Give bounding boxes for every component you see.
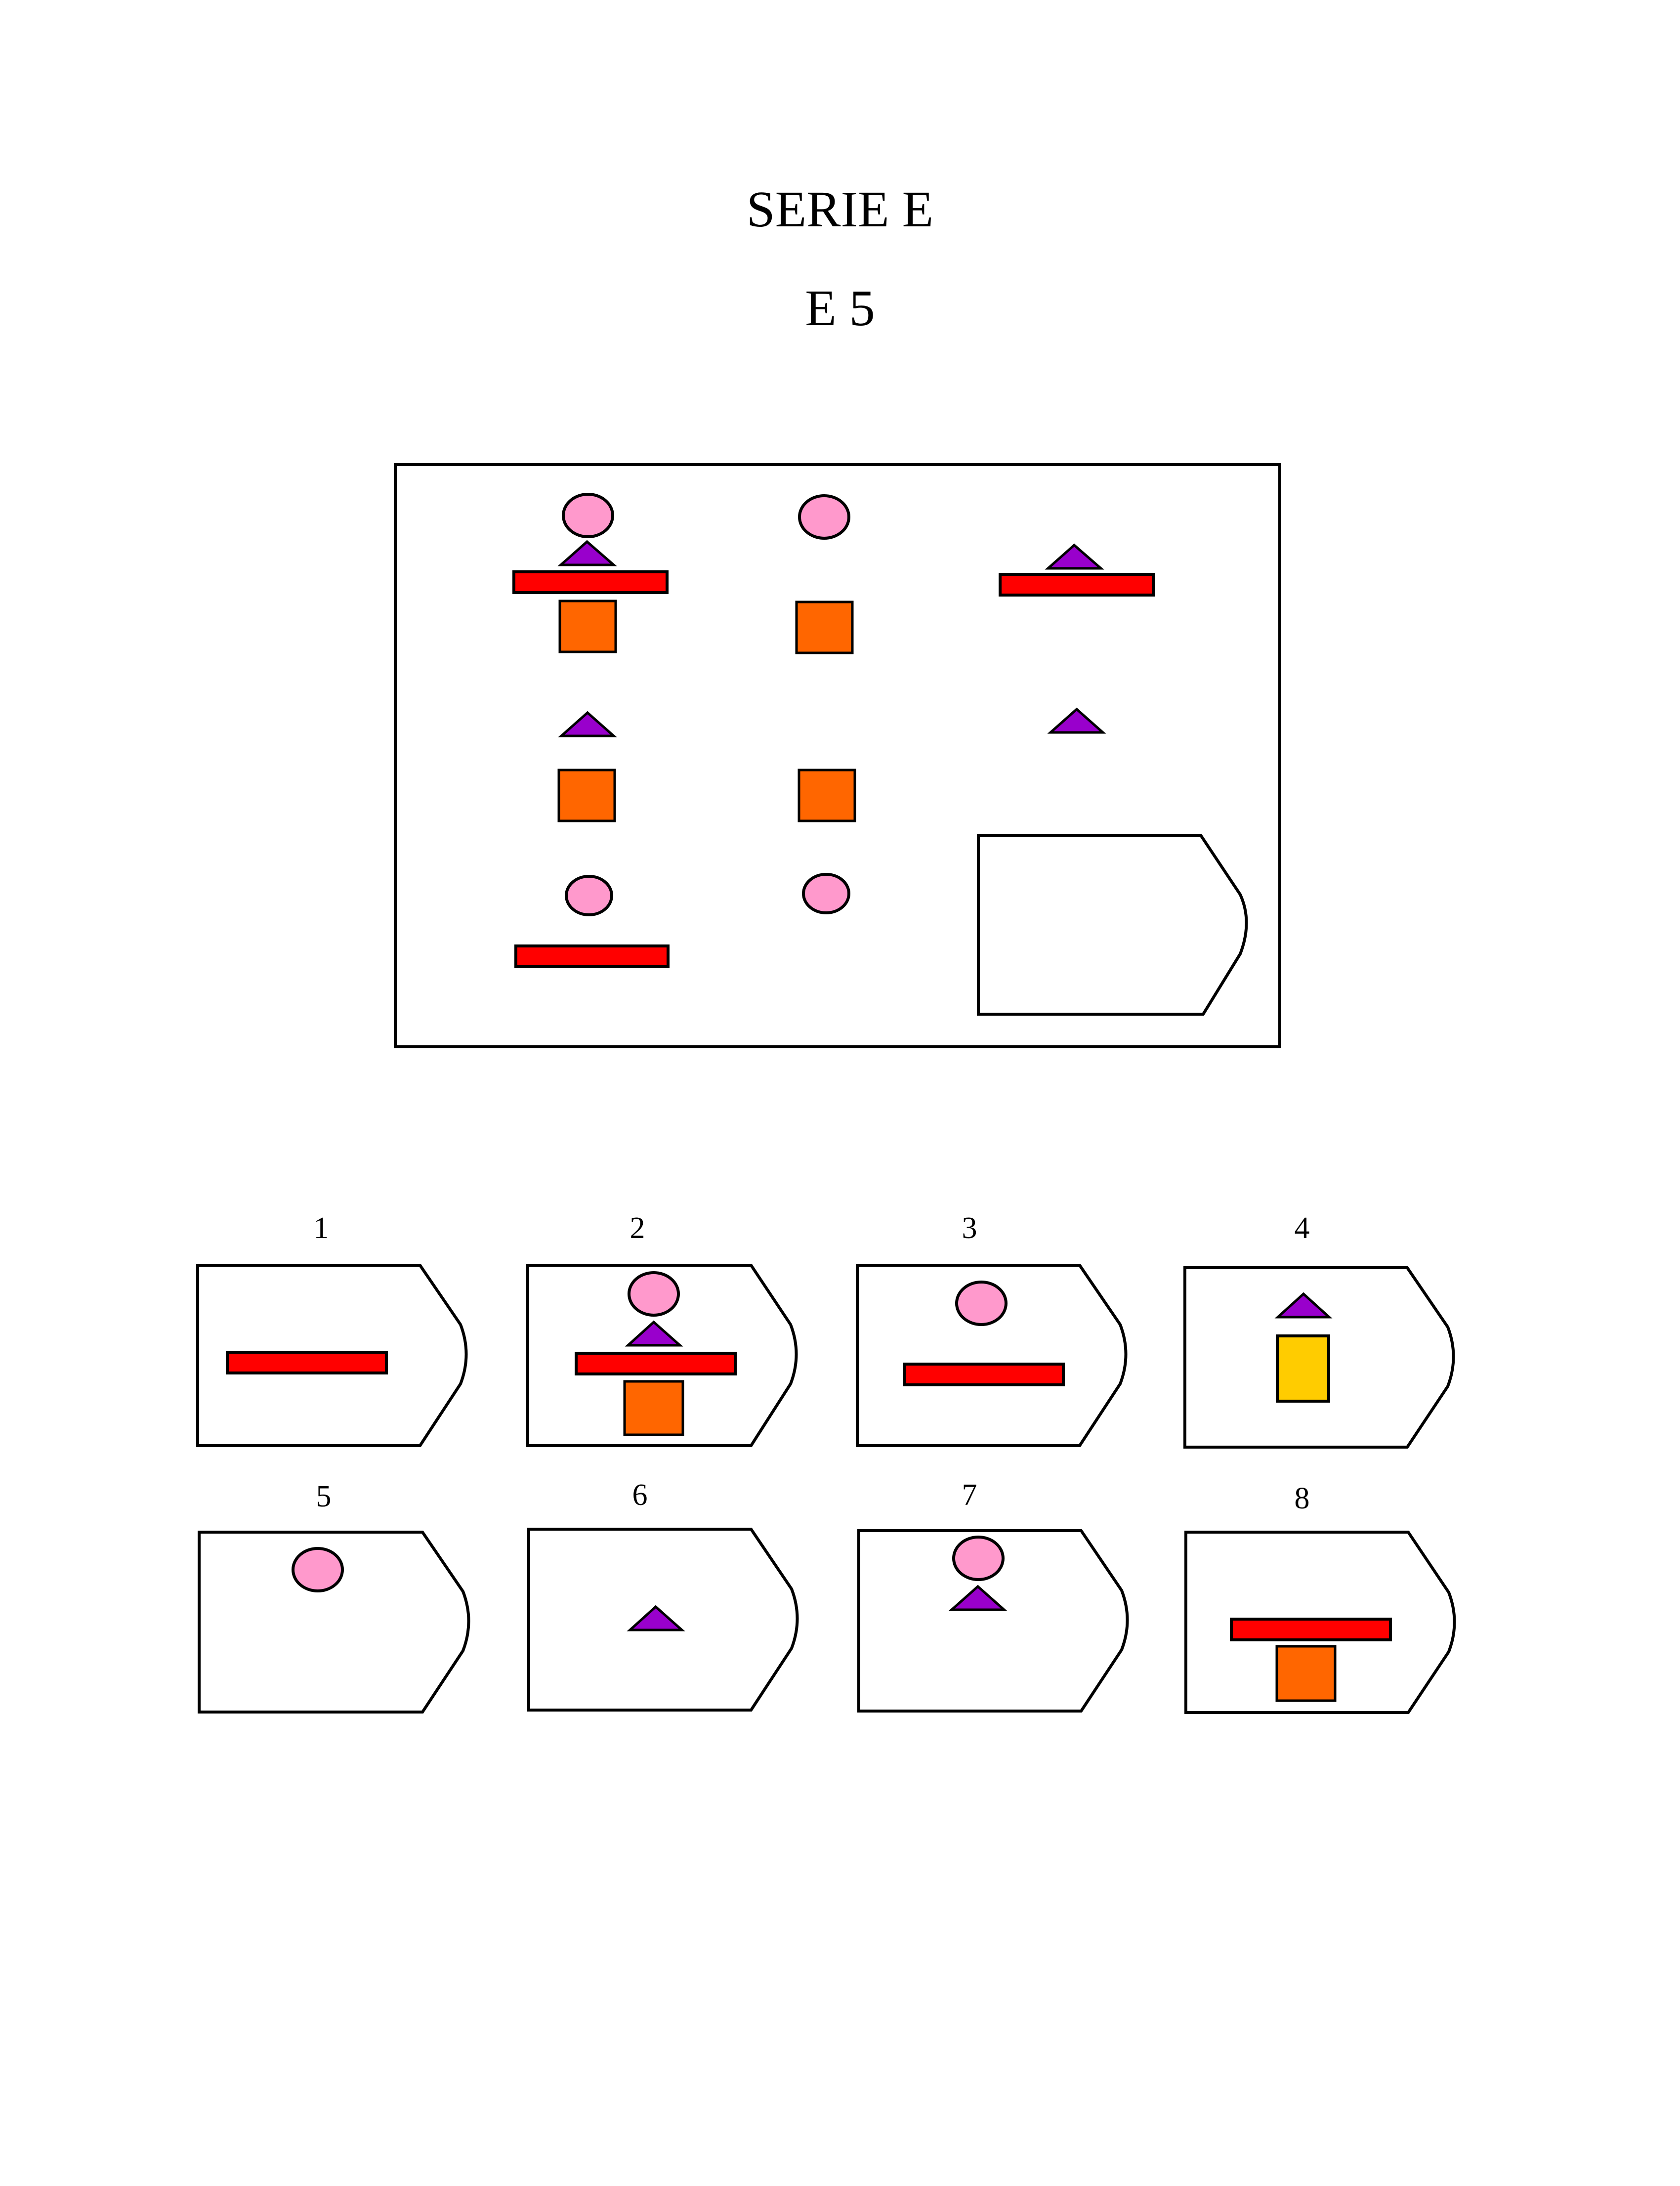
- pink-circle: [952, 1536, 1005, 1581]
- pink-circle: [802, 873, 850, 914]
- series-title: SERIE E: [746, 181, 934, 238]
- purple-triangle: [625, 1320, 683, 1347]
- purple-triangle: [1045, 543, 1104, 570]
- option-number: 6: [632, 1478, 648, 1512]
- yellow-rectangle: [1276, 1334, 1330, 1403]
- orange-square: [798, 769, 856, 822]
- option-5-tag[interactable]: [198, 1531, 470, 1714]
- orange-square: [558, 600, 617, 653]
- red-bar: [575, 1352, 737, 1375]
- purple-triangle: [1274, 1292, 1333, 1319]
- red-bar: [512, 570, 669, 594]
- pink-circle: [628, 1271, 680, 1317]
- purple-triangle: [558, 711, 617, 737]
- pink-circle: [292, 1547, 344, 1592]
- option-7-tag[interactable]: [857, 1529, 1129, 1713]
- red-bar: [514, 944, 670, 968]
- pink-circle: [798, 494, 850, 540]
- pink-circle: [955, 1281, 1008, 1326]
- option-number: 1: [314, 1211, 329, 1245]
- option-number: 7: [962, 1478, 977, 1512]
- option-3-tag[interactable]: [856, 1264, 1128, 1447]
- red-bar: [226, 1351, 388, 1374]
- blank-answer-tag: [977, 834, 1248, 1016]
- item-code: E 5: [805, 280, 875, 337]
- option-number: 2: [630, 1211, 645, 1245]
- orange-square: [623, 1380, 684, 1436]
- matrix-frame: [394, 463, 1281, 1048]
- orange-square: [795, 600, 854, 654]
- option-number: 5: [316, 1480, 332, 1513]
- purple-triangle: [627, 1605, 685, 1631]
- orange-square: [1275, 1645, 1337, 1702]
- red-bar: [999, 573, 1155, 597]
- pink-circle: [565, 875, 613, 916]
- option-number: 8: [1295, 1482, 1310, 1515]
- orange-square: [557, 769, 616, 822]
- purple-triangle: [1047, 707, 1106, 734]
- red-bar: [903, 1363, 1065, 1386]
- pink-circle: [562, 493, 614, 538]
- option-number: 3: [962, 1211, 977, 1245]
- option-number: 4: [1295, 1211, 1310, 1245]
- red-bar: [1230, 1618, 1392, 1641]
- purple-triangle: [557, 540, 617, 566]
- purple-triangle: [948, 1585, 1008, 1611]
